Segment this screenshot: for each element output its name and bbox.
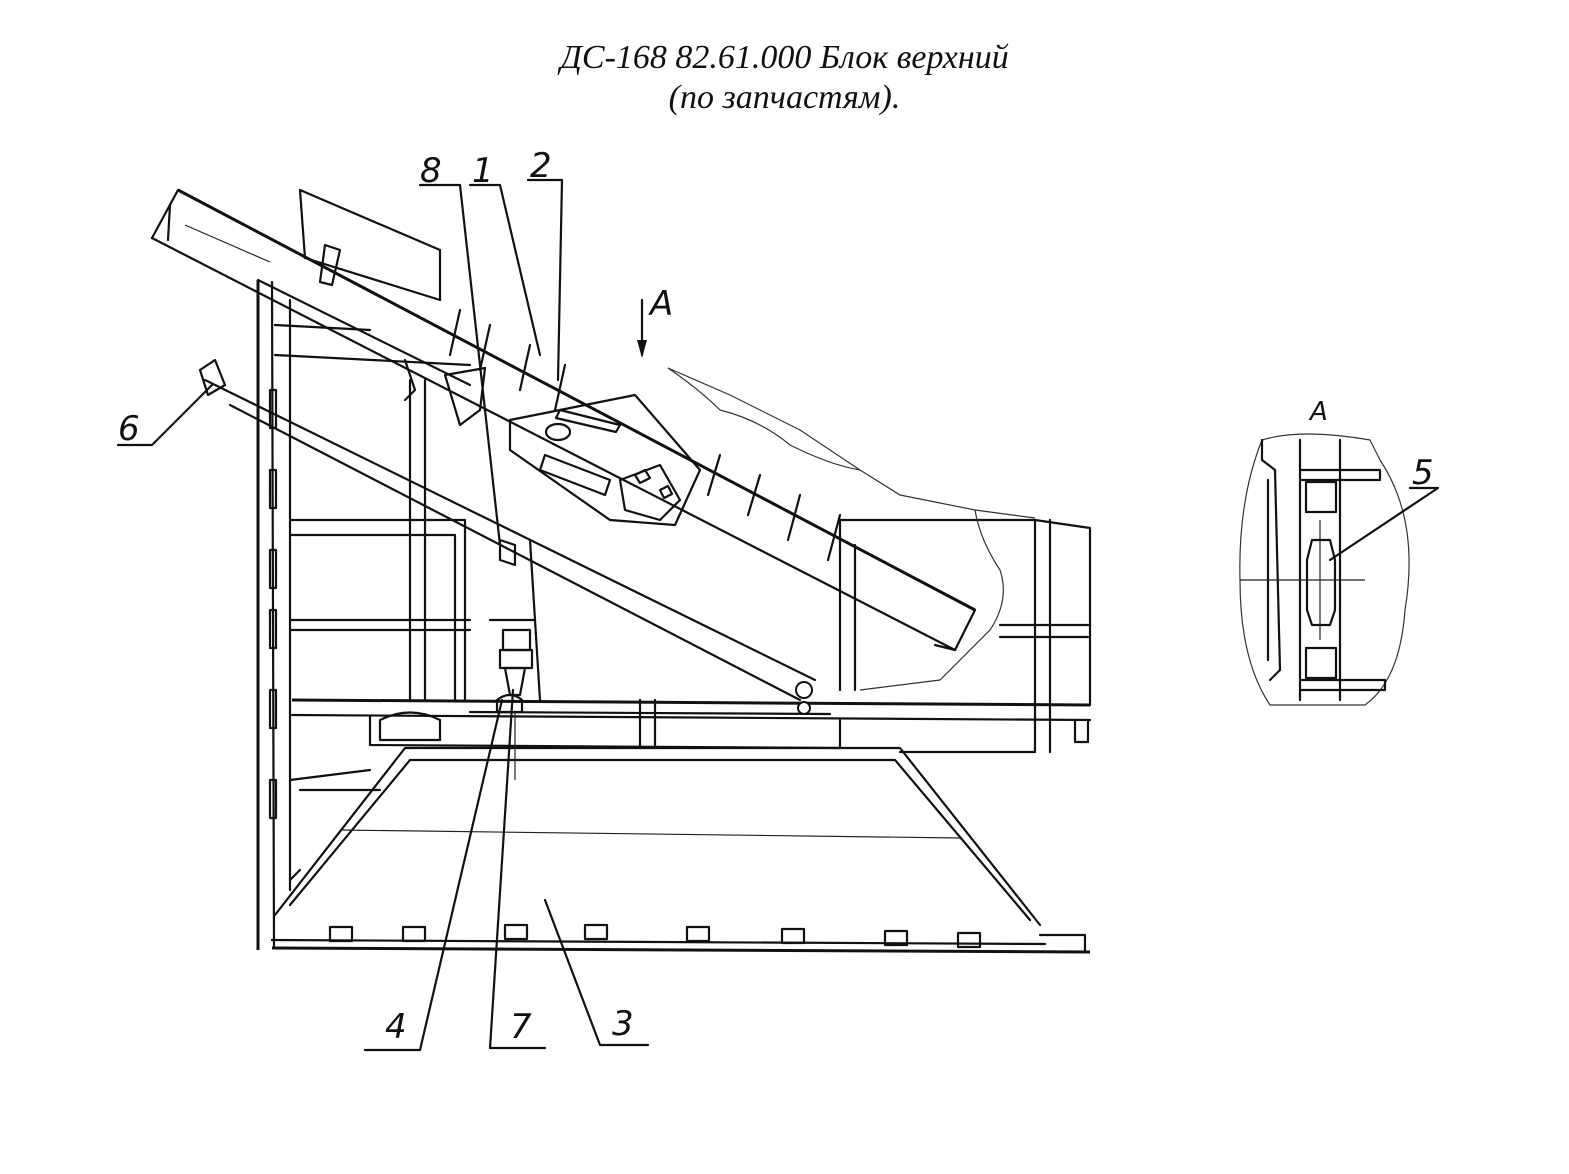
- callout-label-8: 8: [420, 151, 442, 191]
- callout-4: 4: [363, 698, 504, 1052]
- callout-3: 3: [543, 898, 650, 1047]
- view-marker-label: A: [648, 284, 673, 324]
- callout-2: 2: [526, 146, 564, 382]
- callout-label-5: 5: [1412, 453, 1434, 493]
- drawing-title: ДС-168 82.61.000 Блок верхний (по запчас…: [0, 38, 1569, 118]
- cover-sketch: [667, 367, 1036, 691]
- callout-label-3: 3: [612, 1004, 634, 1044]
- callout-label-6: 6: [118, 409, 140, 449]
- title-line-2: (по запчастям).: [668, 79, 901, 116]
- callout-1: 1: [468, 151, 542, 357]
- detail-view-label: A: [1308, 397, 1328, 427]
- main-frame: [256, 278, 1092, 954]
- callout-8: 8: [418, 151, 502, 547]
- callout-7: 7: [488, 688, 547, 1050]
- callout-5: 5: [1328, 453, 1440, 562]
- callout-label-1: 1: [472, 151, 494, 191]
- callout-label-4: 4: [385, 1007, 407, 1047]
- detail-view-a: A 5: [1239, 397, 1440, 706]
- callout-6: 6: [116, 383, 214, 449]
- drive-unit: [508, 393, 702, 527]
- callout-label-2: 2: [530, 146, 552, 186]
- callout-label-7: 7: [510, 1007, 532, 1047]
- view-arrow-a: A: [637, 284, 673, 358]
- inclined-conveyor: [150, 188, 977, 652]
- lower-conveyor: [198, 358, 817, 715]
- title-line-1: ДС-168 82.61.000 Блок верхний: [560, 39, 1009, 76]
- column-assembly: [488, 538, 537, 780]
